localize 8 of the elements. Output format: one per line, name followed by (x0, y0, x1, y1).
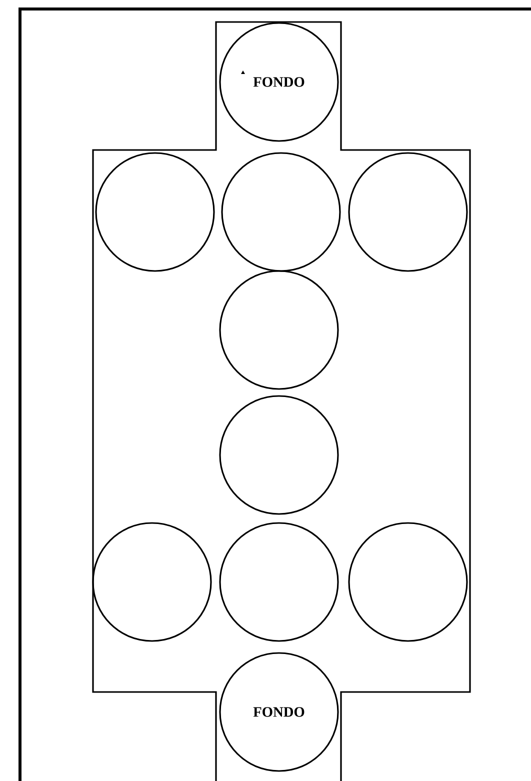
circle (92, 522, 212, 642)
circle (95, 152, 215, 272)
circle (219, 270, 339, 390)
circle (219, 395, 339, 515)
circle (348, 152, 468, 272)
circle (348, 522, 468, 642)
circle (221, 152, 341, 272)
circle (219, 522, 339, 642)
